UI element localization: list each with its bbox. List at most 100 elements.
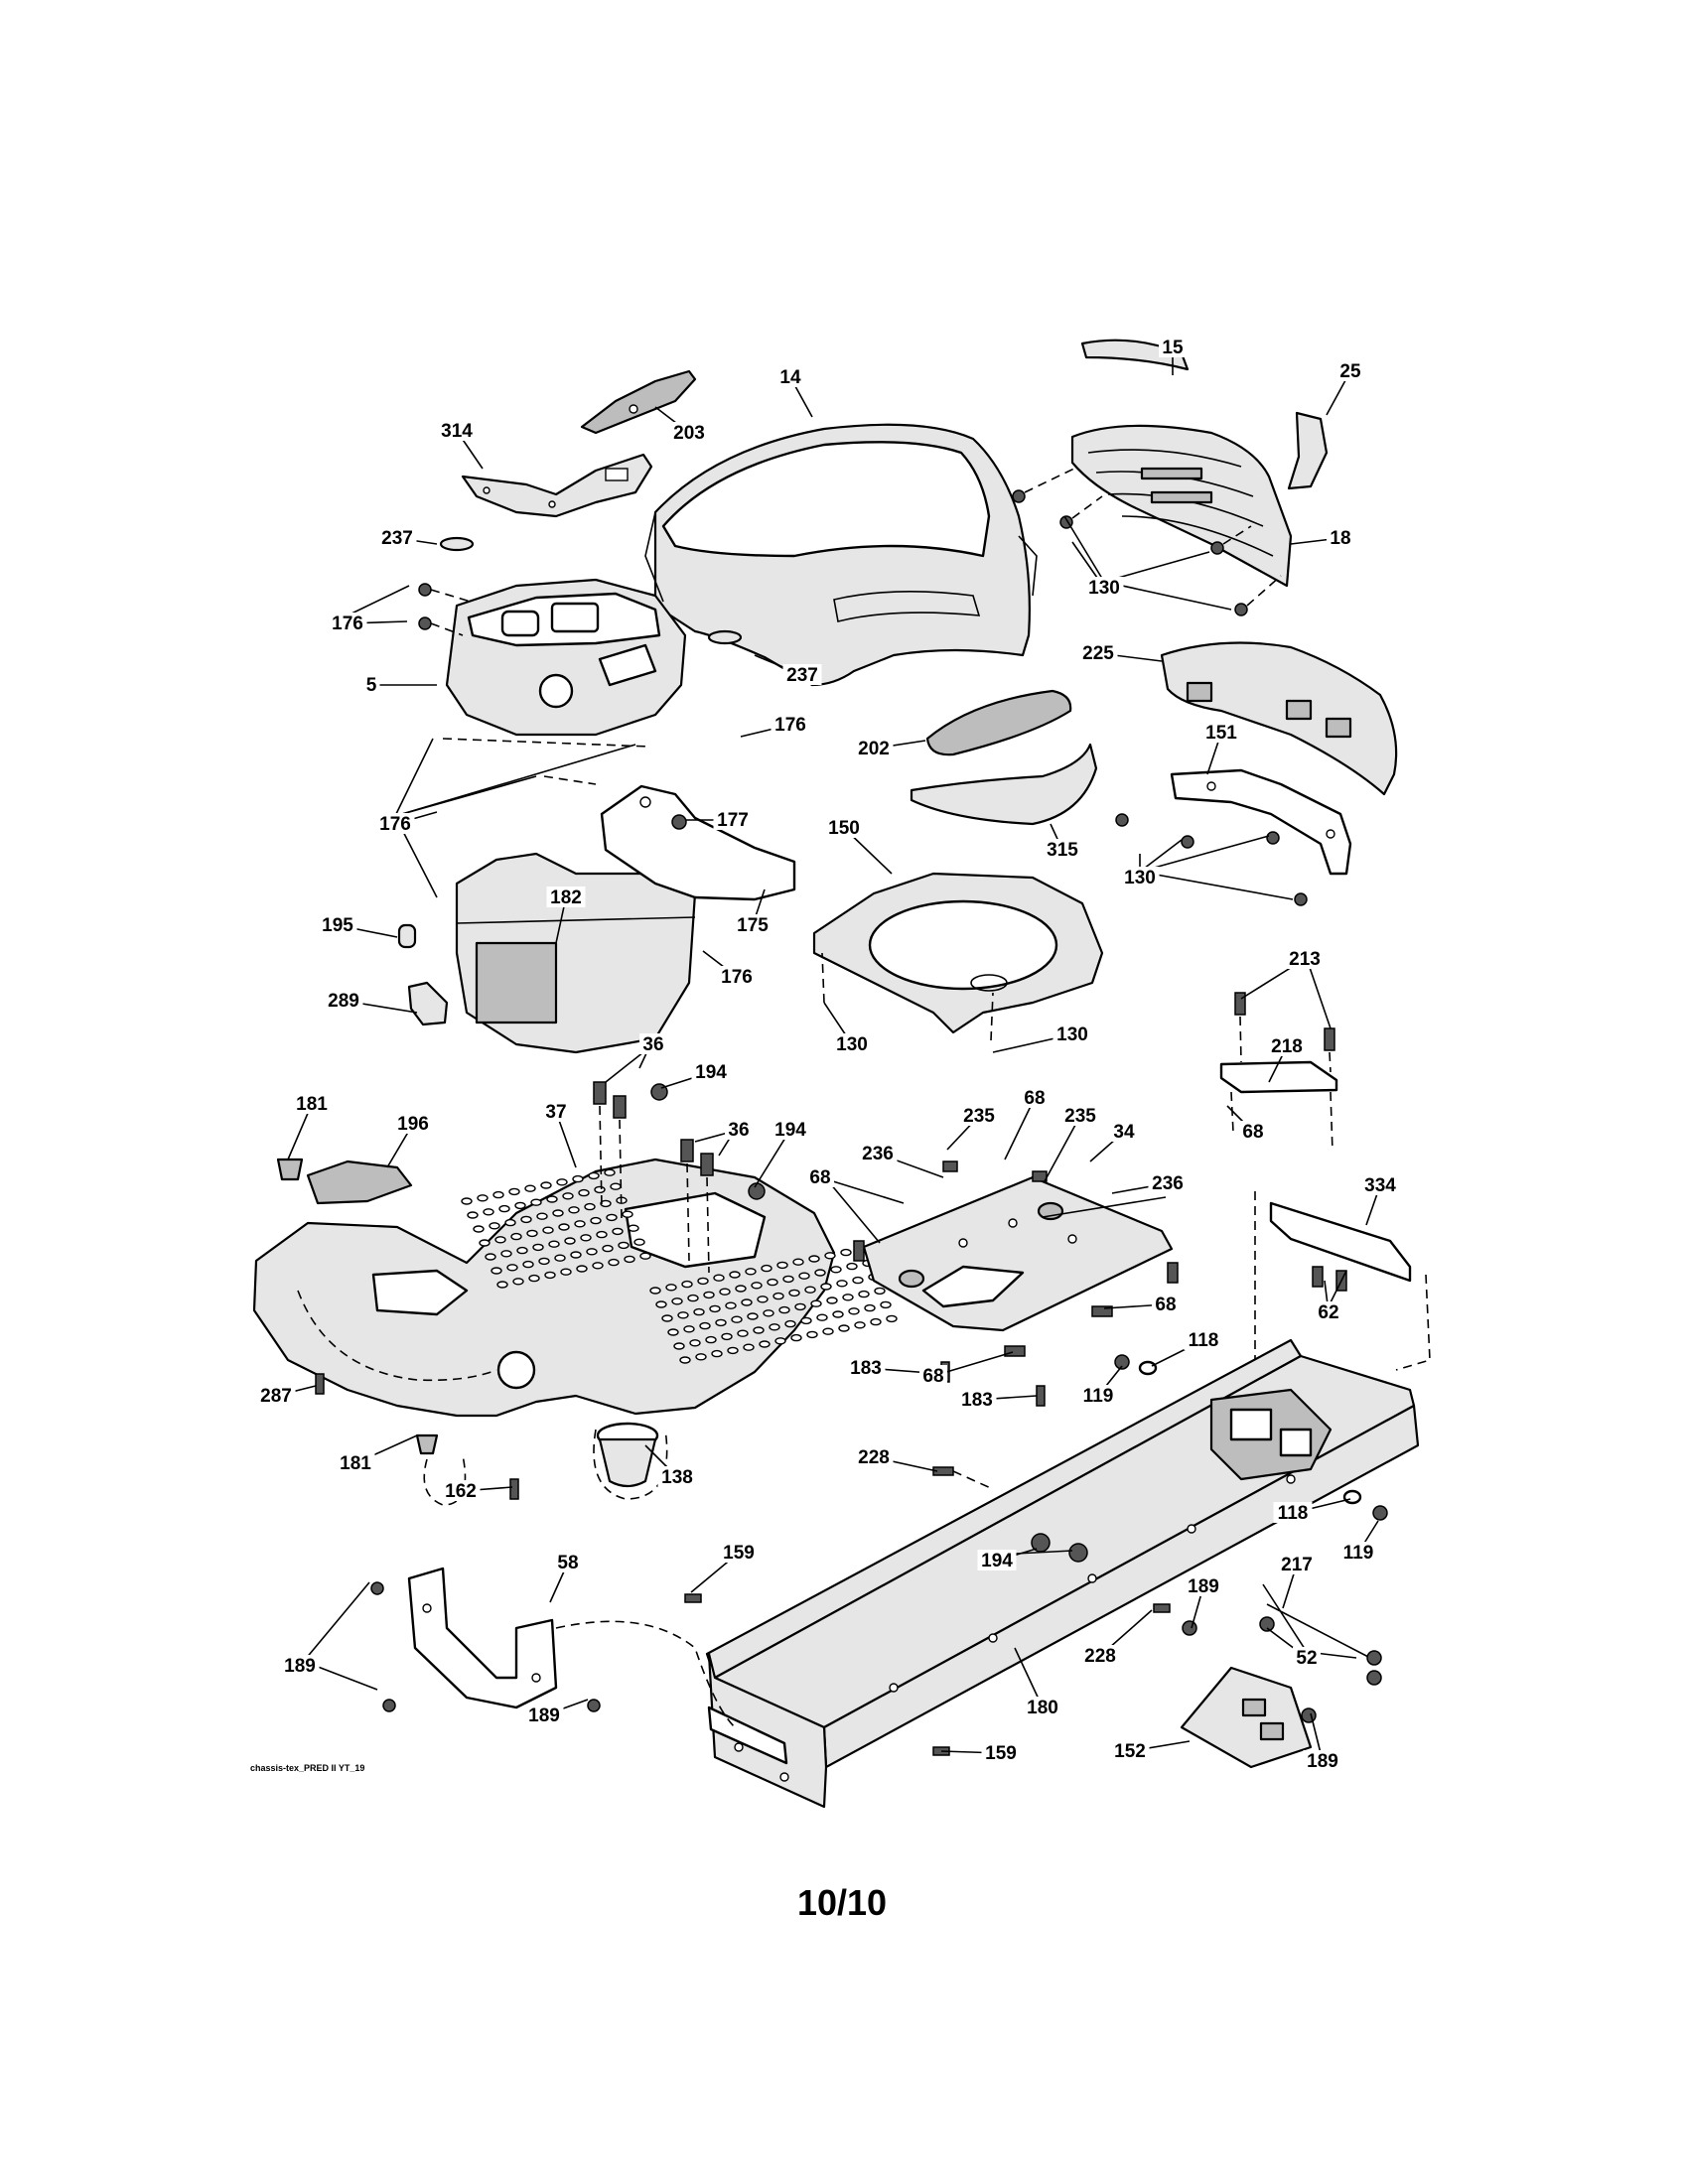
callout-c213: 213 bbox=[1240, 948, 1325, 1000]
leader-line-branch bbox=[1328, 1270, 1347, 1307]
callout-c203: 203 bbox=[654, 406, 709, 444]
callout-label: 236 bbox=[1152, 1173, 1184, 1194]
callout-c225: 225 bbox=[1078, 642, 1163, 664]
perforation-hole bbox=[510, 1232, 522, 1241]
fastener-287 bbox=[315, 1373, 325, 1395]
callout-label: 34 bbox=[1113, 1122, 1135, 1143]
perforation-hole bbox=[516, 1246, 528, 1255]
perforation-hole bbox=[592, 1262, 604, 1270]
perforation-hole bbox=[496, 1281, 508, 1289]
perforation-hole bbox=[590, 1216, 602, 1225]
callout-c196: 196 bbox=[386, 1113, 433, 1168]
part-119-nut-a bbox=[1114, 1354, 1130, 1370]
callout-c182: 182 bbox=[546, 887, 586, 944]
callout-c162: 162 bbox=[441, 1480, 513, 1502]
perforation-hole bbox=[606, 1213, 618, 1222]
callout-c228b: 228 bbox=[1080, 1609, 1153, 1667]
callout-backing bbox=[919, 1365, 947, 1386]
callout-label: 175 bbox=[737, 915, 769, 936]
perforation-hole bbox=[790, 1333, 802, 1342]
leader-line-branch bbox=[1139, 835, 1270, 873]
callout-label: 196 bbox=[397, 1114, 429, 1135]
callout-label: 182 bbox=[550, 887, 582, 908]
callout-c130d: 130 bbox=[992, 1024, 1092, 1053]
perforation-hole bbox=[782, 1275, 794, 1284]
perforation-hole bbox=[665, 1284, 677, 1292]
perforation-hole bbox=[594, 1185, 606, 1194]
leader-line-branch bbox=[1103, 581, 1232, 611]
perforation-hole bbox=[556, 1178, 568, 1186]
callout-c217: 217 bbox=[1277, 1554, 1317, 1609]
part-159-screw-a bbox=[684, 1593, 702, 1603]
perforation-hole bbox=[731, 1315, 743, 1323]
perforation-hole bbox=[824, 1252, 836, 1260]
perforation-hole bbox=[522, 1260, 534, 1269]
callout-label: 181 bbox=[296, 1094, 328, 1115]
leader-line-branch bbox=[347, 585, 410, 616]
perforation-hole bbox=[520, 1215, 532, 1224]
perforation-hole bbox=[558, 1223, 570, 1231]
callout-label: 315 bbox=[1047, 840, 1078, 861]
perforation-hole bbox=[489, 1222, 500, 1230]
callout-c235b: 235 bbox=[1044, 1105, 1100, 1182]
callout-backing bbox=[1277, 1554, 1317, 1574]
callout-c194a: 194 bbox=[660, 1061, 731, 1089]
perforation-hole bbox=[697, 1277, 709, 1286]
callout-label: 194 bbox=[774, 1120, 806, 1141]
perforation-hole bbox=[757, 1296, 769, 1303]
perforation-hole bbox=[816, 1313, 828, 1321]
perforation-hole bbox=[604, 1168, 616, 1176]
callout-backing bbox=[832, 1033, 872, 1054]
fastener-162 bbox=[509, 1478, 519, 1500]
perforation-hole bbox=[840, 1248, 852, 1257]
callout-c228a: 228 bbox=[854, 1446, 938, 1472]
callout-c14: 14 bbox=[776, 366, 813, 418]
perforation-hole bbox=[649, 1287, 661, 1295]
callout-label: 130 bbox=[836, 1034, 868, 1055]
callout-c5: 5 bbox=[362, 674, 437, 696]
callout-backing bbox=[1303, 1750, 1342, 1771]
callout-backing bbox=[437, 420, 477, 441]
callout-backing bbox=[1293, 1647, 1321, 1668]
perforation-hole bbox=[508, 1187, 520, 1196]
callout-label: 237 bbox=[381, 528, 413, 549]
callout-backing bbox=[324, 990, 363, 1011]
perforation-hole bbox=[725, 1301, 737, 1309]
callout-backing bbox=[542, 1101, 570, 1122]
perforation-hole bbox=[848, 1307, 860, 1315]
part-25-decal bbox=[1287, 411, 1329, 490]
perforation-hole bbox=[671, 1297, 683, 1305]
perforation-hole bbox=[483, 1208, 494, 1216]
callout-label: 181 bbox=[340, 1453, 371, 1474]
perforation-hole bbox=[703, 1291, 715, 1299]
callout-label: 25 bbox=[1339, 361, 1361, 382]
part-217-rod bbox=[1259, 1603, 1382, 1686]
perforation-hole bbox=[542, 1226, 554, 1234]
callout-backing bbox=[782, 664, 822, 685]
perforation-hole bbox=[836, 1280, 848, 1288]
callout-backing bbox=[977, 1550, 1017, 1570]
callout-label: 62 bbox=[1318, 1302, 1338, 1323]
part-334-bracket bbox=[1254, 1191, 1431, 1371]
callout-c181a: 181 bbox=[287, 1093, 332, 1160]
floor-perforations bbox=[461, 1168, 898, 1364]
callout-backing bbox=[1080, 1645, 1120, 1666]
callout-c176b: 176 bbox=[740, 714, 810, 738]
part-18-grille bbox=[1070, 424, 1293, 588]
page-number: 10/10 bbox=[796, 1882, 888, 1923]
perforation-hole bbox=[687, 1294, 699, 1302]
perforation-hole bbox=[588, 1171, 600, 1180]
perforation-hole bbox=[870, 1317, 882, 1326]
part-118-washer-a bbox=[1138, 1360, 1158, 1376]
perforation-hole bbox=[618, 1241, 630, 1250]
callout-label: 150 bbox=[828, 818, 860, 839]
callout-label: 218 bbox=[1271, 1036, 1303, 1057]
callout-backing bbox=[846, 1357, 886, 1378]
callout-label: 130 bbox=[1056, 1024, 1088, 1045]
callout-c130b: 130 bbox=[1120, 854, 1160, 888]
callout-label: 118 bbox=[1278, 1503, 1309, 1524]
callout-backing bbox=[524, 1705, 564, 1725]
callout-c287: 287 bbox=[256, 1385, 317, 1407]
perforation-hole bbox=[842, 1294, 854, 1301]
part-202-lens bbox=[925, 689, 1072, 756]
